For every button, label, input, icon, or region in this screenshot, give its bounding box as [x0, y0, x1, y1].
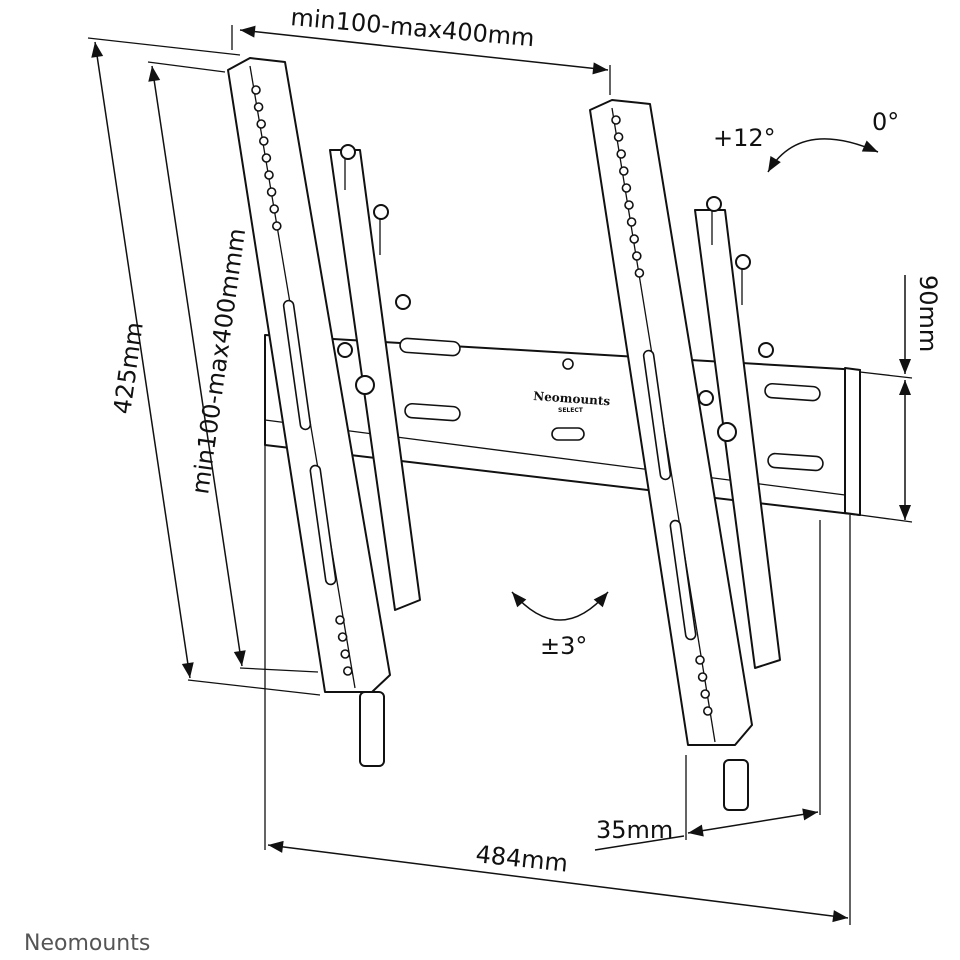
rail-hole — [631, 251, 642, 261]
top-width-label: min100-max400mm — [289, 3, 535, 52]
rail-hole — [629, 234, 640, 244]
tilt-indicator: +12° 0° — [713, 108, 899, 173]
dimension-depth: 35mm — [594, 520, 821, 851]
total-height-label: 425mm — [108, 320, 149, 416]
plate-logo: Neomounts SELECT — [533, 389, 611, 414]
footer-brand-logo: Neomounts — [24, 931, 150, 956]
plate-height-label: 90mm — [914, 275, 942, 352]
swivel-indicator: ±3° — [511, 591, 609, 660]
swivel-label: ±3° — [540, 632, 587, 660]
rail-hole — [611, 115, 621, 125]
rail-hole — [624, 200, 634, 210]
tilt-min-label: 0° — [872, 108, 899, 136]
rail-hole — [253, 102, 264, 112]
depth-label: 35mm — [596, 816, 673, 844]
rail-hole — [634, 268, 645, 278]
rail-hole — [264, 170, 274, 180]
rail-hole — [266, 187, 277, 197]
rail-hole — [258, 136, 269, 146]
rail-hole — [618, 166, 629, 176]
rail-hole — [340, 649, 351, 659]
rail-hole — [261, 153, 272, 163]
rail-hole — [271, 221, 282, 231]
tilt-max-label: +12° — [713, 124, 776, 152]
rail-hole — [616, 149, 627, 159]
plate-logo-name: Neomounts — [533, 389, 611, 408]
rail-hole — [256, 119, 267, 129]
rail-hole — [342, 666, 353, 676]
rail-hole — [269, 204, 280, 214]
plate-logo-sub: SELECT — [558, 407, 584, 414]
rail-hole — [337, 632, 348, 642]
rail-hole — [335, 615, 345, 625]
rail-hole — [626, 217, 637, 227]
rail-hole — [697, 672, 708, 682]
rail-hole — [251, 85, 261, 95]
wall-plate: Neomounts SELECT — [264, 334, 861, 516]
dimension-plate-height: 90mm — [859, 275, 942, 523]
rail-hole — [695, 655, 705, 665]
rail-hole — [613, 132, 624, 142]
left-rail — [227, 57, 421, 767]
rail-hole — [621, 183, 632, 193]
rail-hole — [702, 706, 713, 716]
rail-hole — [700, 689, 711, 699]
right-rail — [589, 99, 781, 811]
